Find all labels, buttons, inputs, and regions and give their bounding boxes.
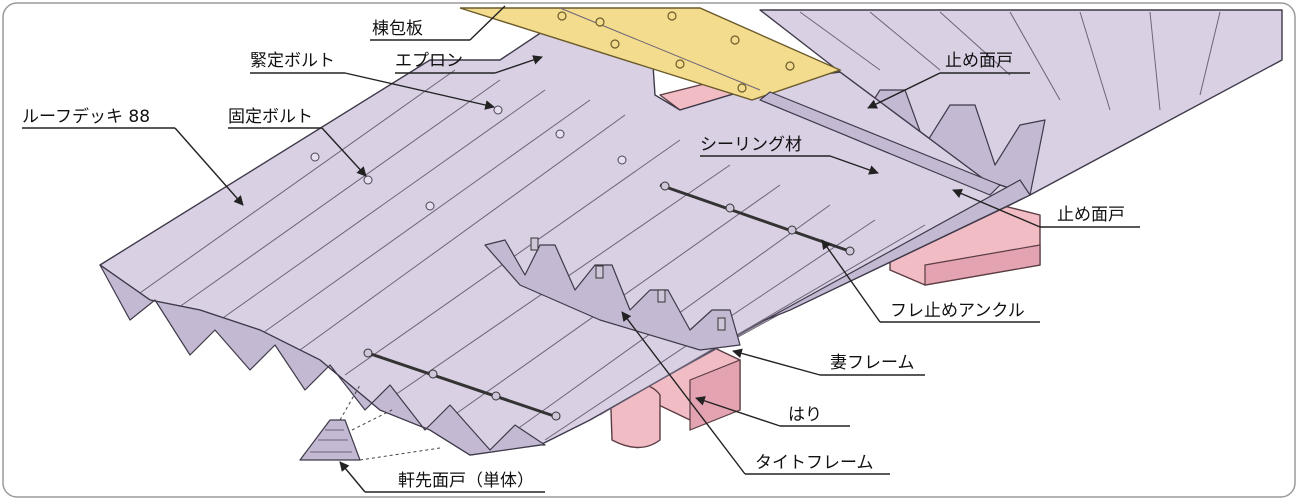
callout-fixing-bolt: 固定ボルト [228,107,367,177]
label-eave-closure: 軒先面戸（単体） [398,471,534,491]
callout-eave-closure: 軒先面戸（単体） [339,461,545,493]
tight-frame-studs [530,237,726,331]
callout-ridge-cover: 棟包板 [370,5,506,41]
eave-closure-piece [299,384,441,461]
sway-stop-angles [363,181,855,421]
sealing-strip [759,91,1001,196]
label-fixing-bolt: 固定ボルト [228,107,313,127]
label-roof-deck: ルーフデッキ 88 [22,106,150,127]
label-ridge-cover: 棟包板 [372,19,423,39]
callout-sway-angle: フレ止めアンクル [821,239,1040,323]
callout-closure-right: 止め面戸 [952,188,1140,228]
label-apron: エプロン [395,51,463,71]
label-sealing: シーリング材 [700,135,802,155]
ridge-cover-plate [459,7,842,101]
label-closure-top: 止め面戸 [945,51,1013,71]
callout-apron: エプロン [395,51,543,74]
label-gable-frame: 妻フレーム [830,353,915,373]
label-sway-angle: フレ止めアンクル [890,301,1025,321]
label-beam: はり [788,405,822,425]
label-tightening-bolt: 緊定ボルト [250,51,335,71]
callout-tight-frame: タイトフレーム [621,311,890,475]
callout-gable-frame: 妻フレーム [732,348,925,376]
callout-beam: はり [695,396,850,427]
callout-roof-deck: ルーフデッキ 88 [22,106,244,206]
callout-sealing: シーリング材 [700,135,879,175]
deck-bolts [310,105,627,211]
callout-closure-top: 止め面戸 [867,51,1030,109]
callout-tightening-bolt: 緊定ボルト [250,51,495,110]
label-tight-frame: タイトフレーム [755,453,874,473]
label-closure-right: 止め面戸 [1057,205,1125,225]
